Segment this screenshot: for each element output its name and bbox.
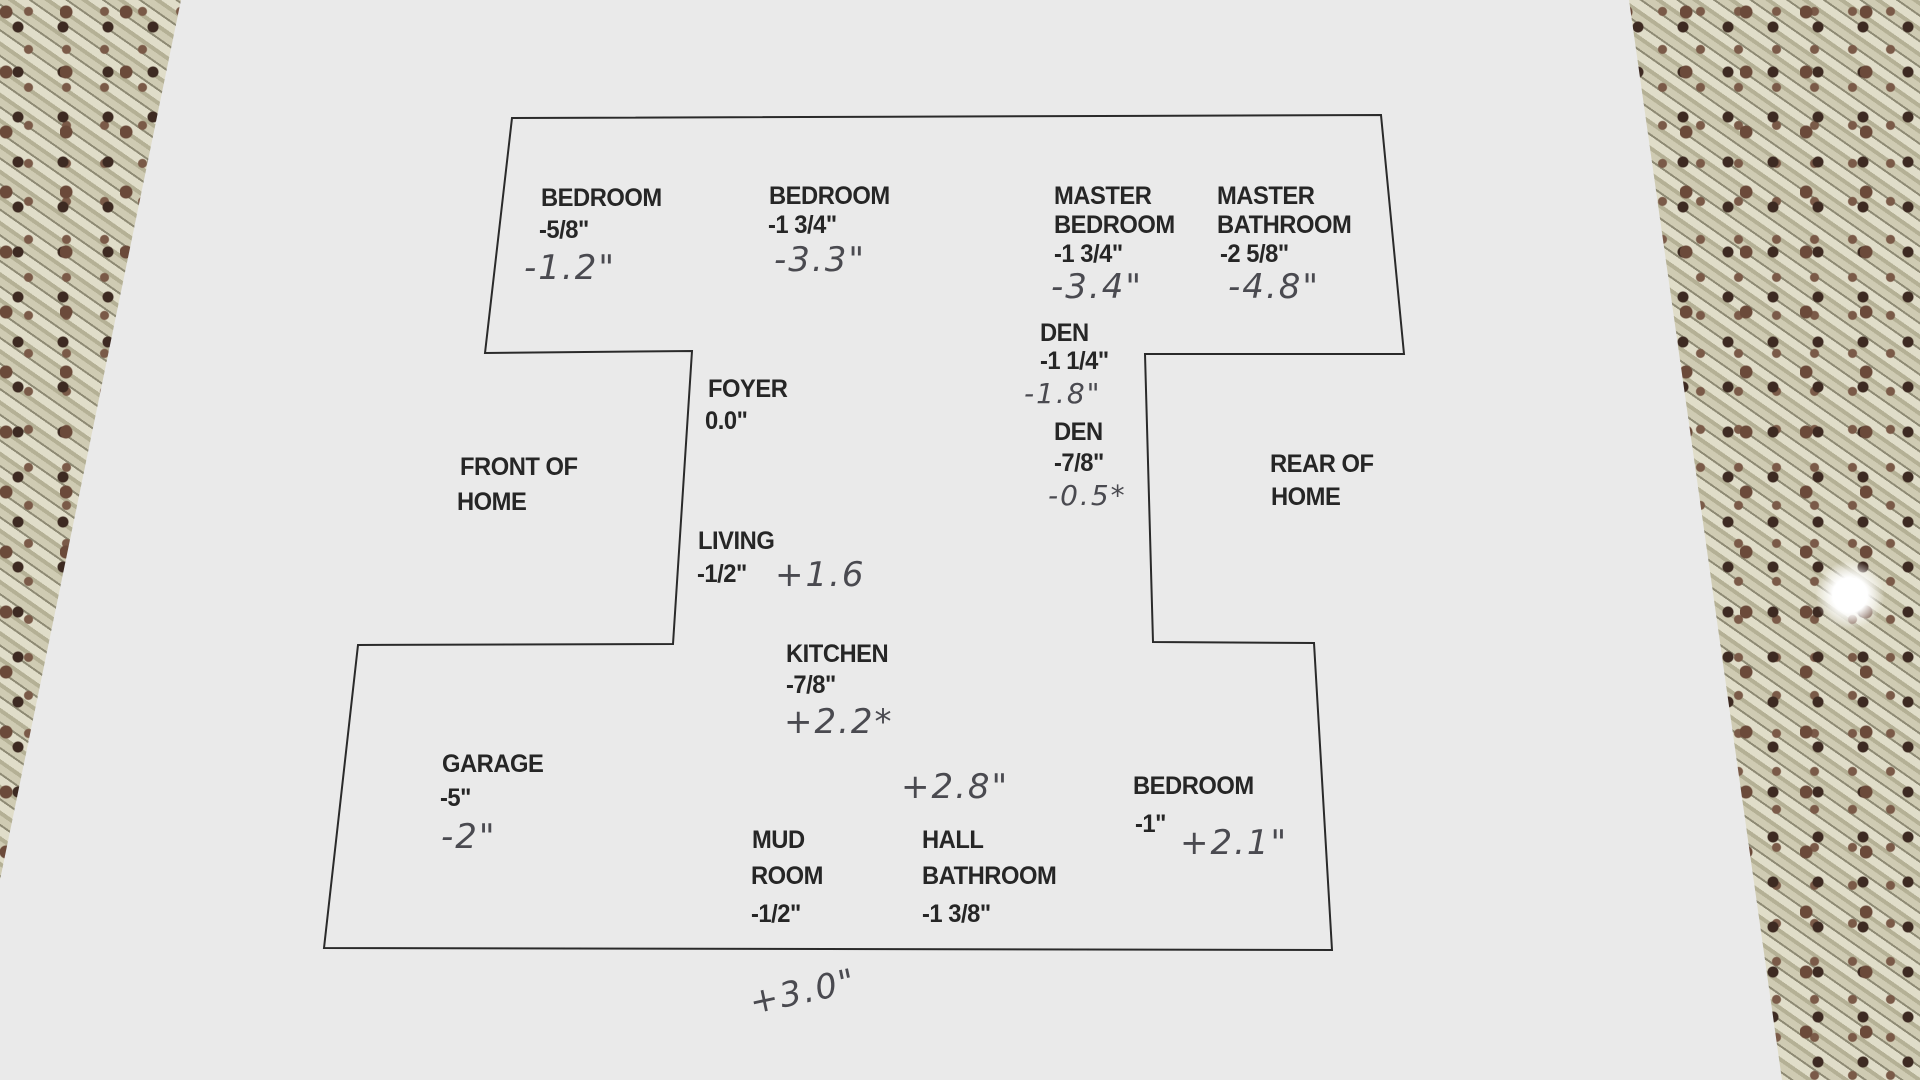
room-value: -1": [1135, 810, 1166, 838]
room-value: -1/2": [697, 560, 747, 588]
handwritten-value: +2.2*: [784, 702, 894, 742]
room-value: -1/2": [751, 900, 801, 928]
room-label: DEN: [1040, 319, 1089, 347]
handwritten-value: -1.2": [524, 248, 616, 288]
room-value: 0.0": [705, 407, 748, 435]
floor-plan-outline: [322, 113, 1406, 952]
room-value: -2 5/8": [1220, 240, 1289, 268]
room-label: ROOM: [751, 862, 823, 890]
room-value: -7/8": [786, 671, 836, 699]
light-glare: [1815, 560, 1885, 630]
room-label: FOYER: [708, 375, 788, 403]
handwritten-value: +2.1": [1180, 823, 1289, 863]
room-label: BEDROOM: [769, 182, 890, 210]
room-label: KITCHEN: [786, 640, 889, 668]
paper: [0, 0, 1782, 1080]
handwritten-value: -3.4": [1051, 267, 1143, 307]
handwritten-value: +1.6: [775, 555, 866, 595]
room-label: BEDROOM: [541, 184, 662, 212]
rear-of-home-label: HOME: [1271, 483, 1341, 511]
room-value: -1 3/4": [1054, 240, 1123, 268]
room-label: BATHROOM: [1217, 211, 1352, 239]
front-of-home-label: HOME: [457, 488, 527, 516]
handwritten-value: -2": [441, 817, 497, 857]
handwritten-value: -4.8": [1228, 267, 1320, 307]
room-label: GARAGE: [442, 750, 544, 778]
handwritten-value: -3.3": [774, 240, 866, 280]
room-label: MASTER: [1054, 182, 1152, 210]
room-value: -1 1/4": [1040, 347, 1109, 375]
handwritten-value: +2.8": [901, 767, 1010, 807]
handwritten-value: -0.5*: [1048, 479, 1127, 512]
room-label: LIVING: [698, 527, 775, 555]
room-label: BEDROOM: [1133, 772, 1254, 800]
rear-of-home-label: REAR OF: [1270, 450, 1374, 478]
room-label: HALL: [922, 826, 984, 854]
room-label: DEN: [1054, 418, 1103, 446]
room-label: BEDROOM: [1054, 211, 1175, 239]
room-value: -5/8": [539, 216, 589, 244]
room-label: MUD: [752, 826, 805, 854]
room-value: -1 3/4": [768, 211, 837, 239]
room-value: -5": [440, 784, 471, 812]
room-label: BATHROOM: [922, 862, 1057, 890]
room-label: MASTER: [1217, 182, 1315, 210]
room-value: -7/8": [1054, 449, 1104, 477]
room-value: -1 3/8": [922, 900, 991, 928]
handwritten-value: -1.8": [1024, 377, 1102, 410]
front-of-home-label: FRONT OF: [460, 453, 578, 481]
